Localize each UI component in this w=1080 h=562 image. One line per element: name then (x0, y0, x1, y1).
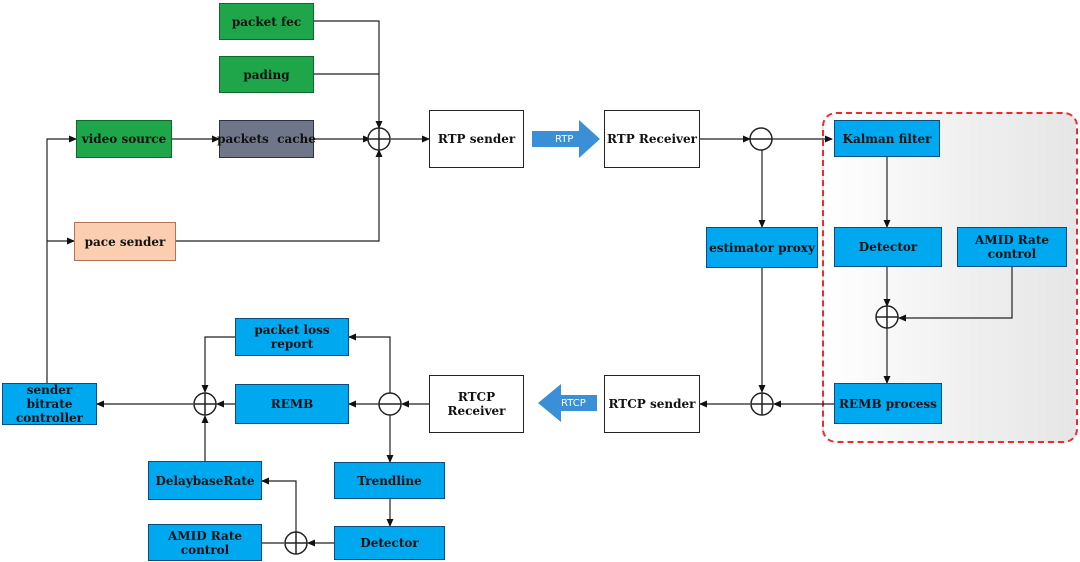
estimator-proxy-block: estimator proxy (706, 227, 818, 268)
sum-junction-rtcp (750, 392, 774, 416)
split-junction-feedback (378, 392, 402, 416)
packets-cache-label: packets cache (217, 132, 316, 146)
packet-loss-report-block: packet loss report (235, 318, 349, 356)
sender-bitrate-controller-label: sender bitrate controller (16, 383, 83, 425)
packet-loss-report-label: packet loss report (254, 323, 330, 351)
sum-junction-top (367, 127, 391, 151)
rtp-flow-arrow (532, 120, 600, 158)
remb-label: REMB (270, 397, 314, 411)
trendline-block: Trendline (334, 462, 445, 499)
sender-bitrate-controller-block: sender bitrate controller (2, 383, 97, 425)
rtp-arrow-label: RTP (555, 134, 574, 145)
packet-fec-block: packet fec (219, 3, 314, 40)
amid-rate-control-top-block: AMID Rate control (957, 227, 1067, 267)
remb-process-label: REMB process (839, 396, 937, 411)
detector-top-label: Detector (858, 240, 918, 254)
pading-block: pading (219, 56, 314, 93)
amid-rate-control-bottom-label: AMID Rate control (168, 528, 242, 557)
sum-junction-sender (193, 392, 217, 416)
pace-sender-block: pace sender (74, 222, 176, 261)
pace-sender-label: pace sender (84, 234, 166, 249)
video-source-label: video source (81, 132, 167, 146)
packet-fec-label: packet fec (231, 14, 302, 29)
packets-cache-block: packets cache (217, 120, 316, 158)
detector-top-block: Detector (834, 227, 942, 267)
rtcp-flow-arrow (538, 384, 597, 422)
video-source-block: video source (76, 120, 172, 158)
rtp-receiver-block: RTP Receiver (604, 110, 700, 168)
trendline-label: Trendline (357, 473, 422, 488)
amid-rate-control-top-label: AMID Rate control (975, 233, 1049, 261)
kalman-filter-label: Kalman filter (842, 131, 932, 146)
delaybase-rate-block: DelaybaseRate (148, 461, 262, 500)
rtcp-receiver-label: RTCP Receiver (447, 390, 506, 418)
sum-junction-remb (875, 305, 899, 329)
rtcp-arrow-label: RTCP (561, 398, 586, 409)
rtp-sender-label: RTP sender (437, 132, 516, 146)
estimator-proxy-label: estimator proxy (709, 240, 815, 255)
remb-block: REMB (235, 384, 349, 424)
rtp-sender-block: RTP sender (429, 110, 524, 168)
detector-bottom-block: Detector (334, 526, 445, 560)
rtcp-sender-block: RTCP sender (604, 375, 700, 433)
kalman-filter-block: Kalman filter (834, 120, 940, 157)
rtcp-receiver-block: RTCP Receiver (429, 375, 524, 433)
rtp-receiver-label: RTP Receiver (607, 132, 697, 146)
remb-process-block: REMB process (834, 383, 942, 424)
delaybase-rate-label: DelaybaseRate (155, 473, 255, 488)
amid-rate-control-bottom-block: AMID Rate control (148, 524, 262, 561)
rtcp-sender-label: RTCP sender (608, 397, 696, 411)
detector-bottom-label: Detector (360, 536, 419, 550)
split-junction-receiver (749, 127, 773, 151)
sum-junction-bottom (284, 531, 308, 555)
pading-label: pading (243, 67, 290, 82)
